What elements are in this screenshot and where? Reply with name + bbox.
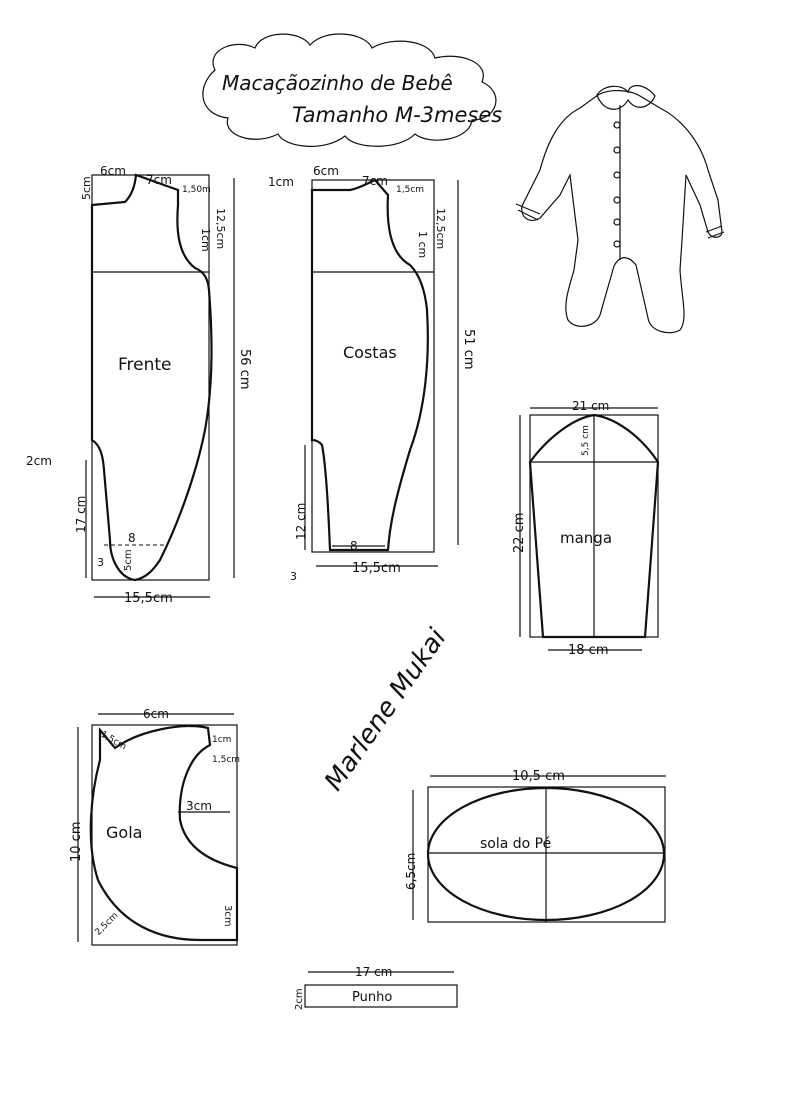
sola-label: sola do Pé xyxy=(480,836,551,852)
frente-small: 3 xyxy=(97,556,104,569)
gola-bottom-right: 3cm xyxy=(222,905,233,927)
title-cloud: Macaçãozinho de Bebê Tamanho M-3meses xyxy=(202,33,502,147)
costas-small: 3 xyxy=(290,570,297,583)
frente-shoulder: 7cm xyxy=(146,173,172,187)
costas-foot-w: 8 xyxy=(350,539,358,553)
frente-label: Frente xyxy=(118,355,172,375)
sola-width: 10,5 cm xyxy=(512,769,565,784)
gola-corner1: 1,5cm xyxy=(99,730,128,753)
frente-neck-drop: 5cm xyxy=(80,176,93,200)
manga-height: 22 cm xyxy=(512,513,527,554)
frente-foot-w: 8 xyxy=(128,531,136,545)
costas-width: 15,5cm xyxy=(352,561,401,576)
pattern-punho: 17 cm 2cm Punho xyxy=(294,965,458,1010)
costas-armhole-h: 12,5cm xyxy=(434,208,447,249)
frente-armhole-d: 1cm xyxy=(199,228,212,252)
romper-sketch xyxy=(515,85,725,334)
gola-bottom-corner: 2,5cm xyxy=(94,911,121,938)
gola-height: 10 cm xyxy=(69,822,84,863)
frente-shoulder-drop: 1,50m xyxy=(182,185,211,195)
gola-label: Gola xyxy=(106,823,142,842)
costas-armhole-d: 1 cm xyxy=(416,231,429,258)
gola-width: 6cm xyxy=(143,707,169,721)
costas-leg-h: 12 cm xyxy=(294,503,308,540)
sola-height: 6,5cm xyxy=(404,853,418,890)
pattern-costas: Costas 1cm 6cm 7cm 1,5cm 12,5cm 1 cm 51 … xyxy=(268,164,476,583)
pattern-sola: 10,5 cm 6,5cm sola do Pé xyxy=(404,769,666,923)
gola-corner3: 1,5cm xyxy=(212,755,240,765)
gola-inner: 3cm xyxy=(186,799,212,813)
gola-corner2: 1cm xyxy=(212,735,231,745)
signature-text: Marlene Mukai xyxy=(319,623,453,797)
manga-bottom: 18 cm xyxy=(568,643,609,658)
manga-top: 21 cm xyxy=(572,399,609,413)
manga-cap: 5,5 cm xyxy=(581,425,591,456)
punho-width: 17 cm xyxy=(355,965,392,979)
costas-neck-w: 6cm xyxy=(313,164,339,178)
frente-length: 56 cm xyxy=(237,349,252,390)
costas-neck-drop: 1cm xyxy=(268,175,294,189)
costas-length: 51 cm xyxy=(461,329,476,370)
frente-foot-drop: 5cm xyxy=(123,549,134,571)
frente-width: 15,5cm xyxy=(124,591,173,606)
punho-label: Punho xyxy=(352,990,392,1005)
costas-shoulder-drop: 1,5cm xyxy=(396,185,424,195)
pattern-manga: 21 cm 5,5 cm 22 cm manga 18 cm xyxy=(512,399,660,658)
title-line1: Macaçãozinho de Bebê xyxy=(222,71,453,95)
frente-crotch: 2cm xyxy=(26,454,52,468)
manga-label: manga xyxy=(560,529,612,547)
costas-label: Costas xyxy=(343,343,397,362)
signature: Marlene Mukai xyxy=(319,623,453,797)
costas-shoulder: 7cm xyxy=(362,174,388,188)
frente-armhole-h: 12,5cm xyxy=(214,208,227,249)
frente-leg-h: 17 cm xyxy=(74,496,88,533)
pattern-frente: Frente 6cm 7cm 1,50m 5cm 12,5cm 1cm 56 c… xyxy=(26,164,252,606)
pattern-gola: 6cm 1,5cm 1cm 1,5cm 3cm Gola 10 cm 2,5cm… xyxy=(69,707,240,946)
punho-height: 2cm xyxy=(294,988,305,1010)
frente-neck-w: 6cm xyxy=(100,164,126,178)
title-line2: Tamanho M-3meses xyxy=(292,103,502,127)
